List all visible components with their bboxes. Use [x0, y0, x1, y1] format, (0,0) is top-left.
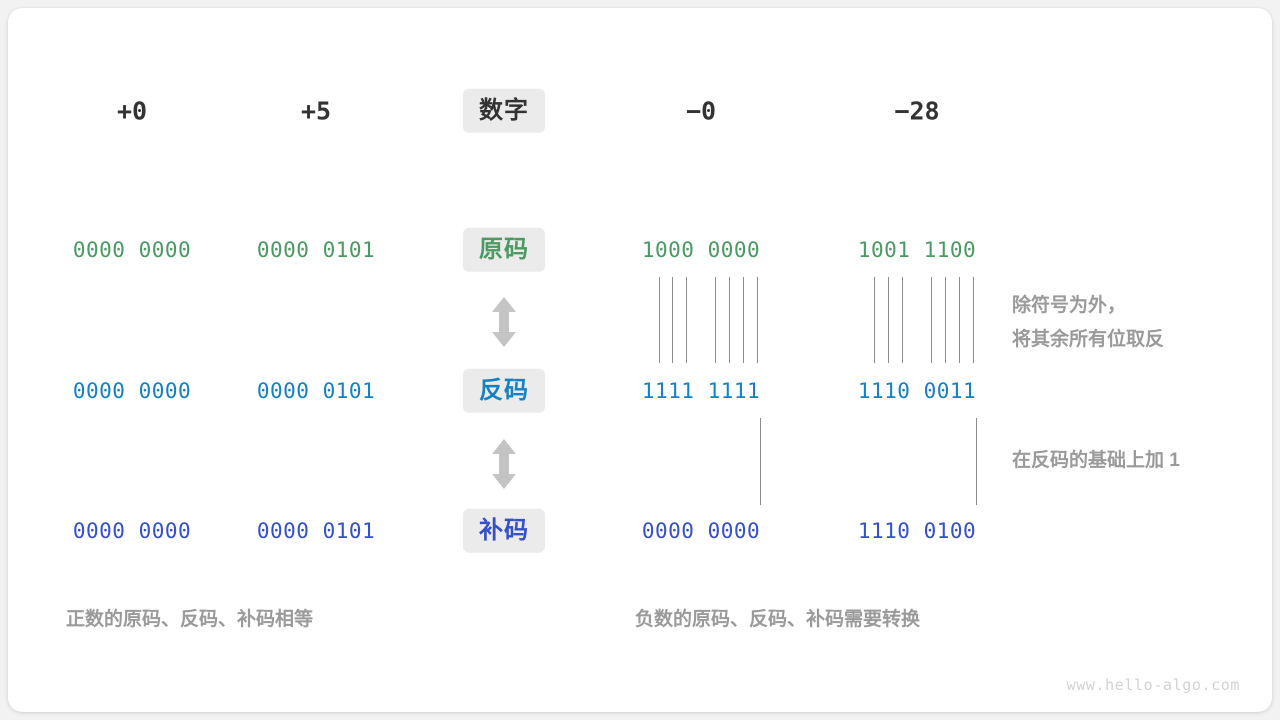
- value-original-plus-zero: 0000 0000: [72, 238, 192, 262]
- column-header-minus-zero: −0: [685, 96, 717, 126]
- annotation-invert-bits: 除符号为外， 将其余所有位取反: [1012, 295, 1165, 350]
- chip-number-header: 数字: [463, 88, 545, 134]
- bitflip-line: [743, 277, 744, 363]
- value-twos-complement-minus-zero: 0000 0000: [641, 519, 761, 543]
- plusone-line: [760, 418, 761, 505]
- watermark: www.hello-algo.com: [1066, 676, 1240, 694]
- double-arrow-icon-ones-to-twos: [492, 439, 516, 489]
- value-ones-complement-plus-five: 0000 0101: [256, 379, 376, 403]
- value-ones-complement-plus-zero: 0000 0000: [72, 379, 192, 403]
- bitflip-line: [672, 277, 673, 363]
- value-twos-complement-minus-28: 1110 0100: [857, 519, 977, 543]
- value-original-minus-28: 1001 1100: [857, 238, 977, 262]
- annotation-add-one: 在反码的基础上加 1: [1012, 450, 1180, 471]
- figure-card: +0 +5 数字 −0 −28 0000 0000 0000 0101 原码 1…: [8, 8, 1272, 712]
- bitflip-line: [715, 277, 716, 363]
- bitflip-line: [902, 277, 903, 363]
- double-arrow-icon-original-to-ones: [492, 297, 516, 347]
- value-twos-complement-plus-five: 0000 0101: [256, 519, 376, 543]
- bitflip-line: [931, 277, 932, 363]
- value-original-minus-zero: 1000 0000: [641, 238, 761, 262]
- bitflip-line: [973, 277, 974, 363]
- value-original-plus-five: 0000 0101: [256, 238, 376, 262]
- caption-positive: 正数的原码、反码、补码相等: [66, 609, 314, 630]
- value-ones-complement-minus-zero: 1111 1111: [641, 379, 761, 403]
- chip-row-label-ones-complement: 反码: [463, 368, 545, 414]
- bitflip-line: [945, 277, 946, 363]
- bitflip-line: [757, 277, 758, 363]
- plusone-line: [976, 418, 977, 505]
- bitflip-line: [659, 277, 660, 363]
- value-ones-complement-minus-28: 1110 0011: [857, 379, 977, 403]
- bitflip-line: [686, 277, 687, 363]
- bitflip-line: [874, 277, 875, 363]
- column-header-plus-five: +5: [300, 96, 332, 126]
- chip-row-label-original: 原码: [463, 227, 545, 273]
- caption-negative: 负数的原码、反码、补码需要转换: [635, 609, 921, 630]
- bitflip-line: [729, 277, 730, 363]
- bitflip-line: [888, 277, 889, 363]
- value-twos-complement-plus-zero: 0000 0000: [72, 519, 192, 543]
- column-header-minus-28: −28: [894, 96, 940, 126]
- column-header-plus-zero: +0: [116, 96, 148, 126]
- chip-row-label-twos-complement: 补码: [463, 508, 545, 554]
- bitflip-line: [959, 277, 960, 363]
